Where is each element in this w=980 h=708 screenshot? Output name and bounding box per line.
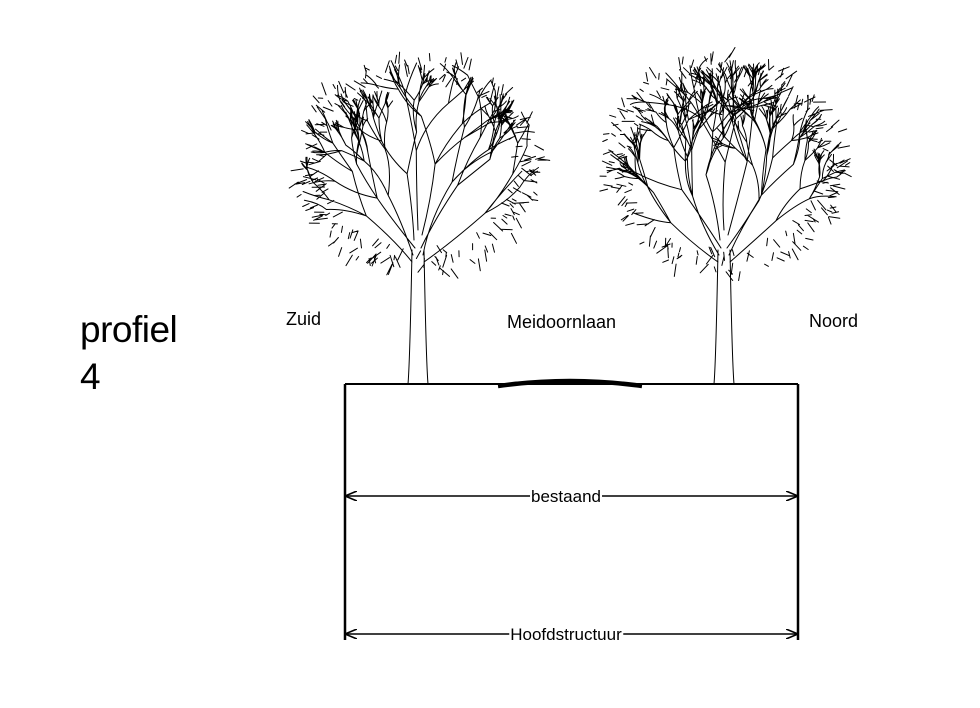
road-surface bbox=[497, 378, 643, 389]
dimension-label-main-structure: Hoofdstructuur bbox=[509, 625, 623, 644]
label-south: Zuid bbox=[286, 309, 322, 329]
tree-branches bbox=[288, 51, 551, 385]
tree-icon bbox=[288, 51, 551, 385]
profile-title-line2: 4 bbox=[80, 356, 101, 397]
label-street: Meidoornlaan bbox=[507, 312, 617, 332]
tree-branches bbox=[599, 47, 852, 385]
profile-frame bbox=[343, 378, 800, 640]
profile-title-line1: profiel bbox=[80, 309, 178, 350]
dimension-label-existing: bestaand bbox=[530, 487, 602, 506]
tree-icon bbox=[599, 47, 852, 385]
label-north: Noord bbox=[809, 311, 859, 331]
profile-title: profiel 4 bbox=[80, 306, 178, 400]
